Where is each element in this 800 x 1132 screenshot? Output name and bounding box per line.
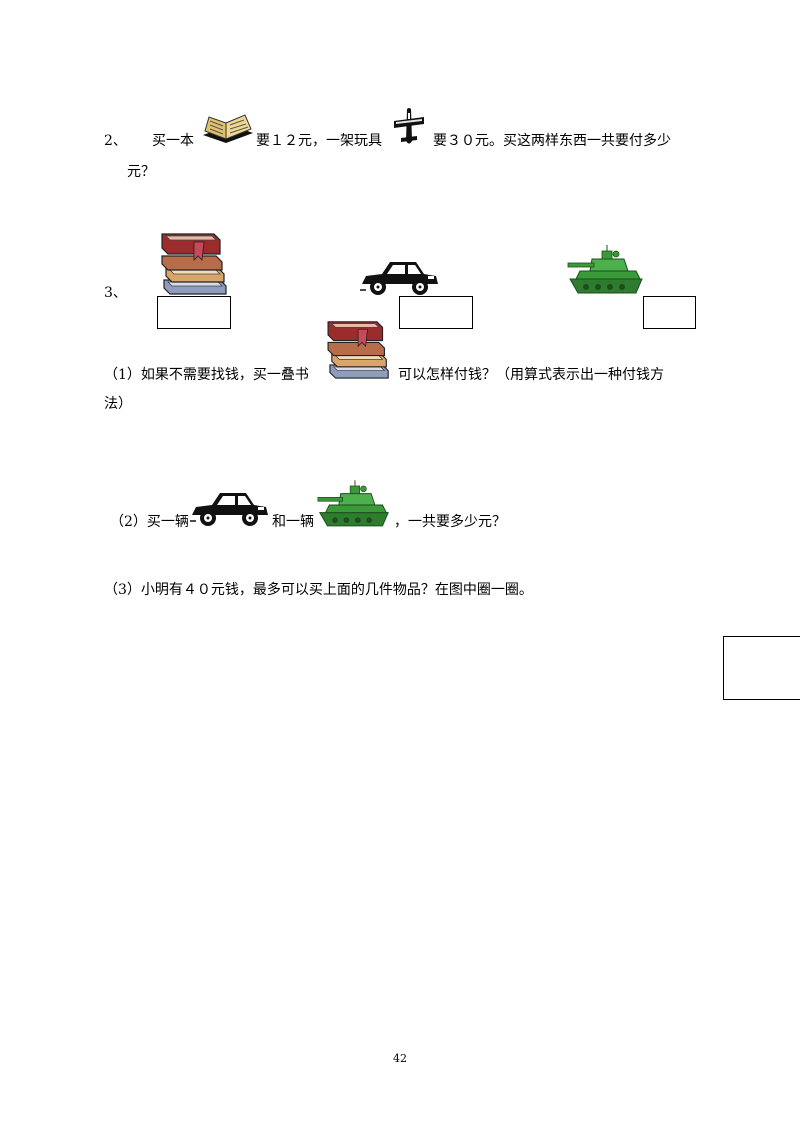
question-2-text-4: 元？ — [127, 164, 155, 180]
open-book-icon — [201, 113, 255, 147]
question-2-text-2: 要１２元，一架玩具 — [256, 133, 382, 149]
question-3-1-text-3: 法） — [104, 396, 132, 412]
toy-plane-icon — [393, 107, 425, 147]
question-3-2-text-2: 和一辆 — [272, 514, 314, 530]
question-2-number: 2、 — [104, 133, 127, 149]
stacked-books-small-icon — [324, 318, 396, 380]
car-icon — [360, 256, 440, 296]
page-number: 42 — [393, 1052, 407, 1065]
car-price-box[interactable] — [399, 296, 473, 329]
question-3-2-text-1: （2）买一辆 — [110, 514, 189, 530]
book-price-box[interactable] — [157, 296, 231, 329]
question-3-1-text-1: （1）如果不需要找钱，买一叠书 — [104, 367, 309, 383]
stacked-books-icon — [160, 230, 232, 296]
question-2-text-1: 买一本 — [152, 133, 194, 149]
tank-small-icon — [316, 480, 392, 530]
question-3-3-text: （3）小明有４０元钱，最多可以买上面的几件物品？在图中圈一圈。 — [104, 582, 533, 598]
tank-icon — [566, 245, 646, 297]
car-small-icon — [190, 487, 270, 527]
question-2-text-3: 要３０元。买这两样东西一共要付多少 — [433, 133, 671, 149]
question-3-1-text-2: 可以怎样付钱？（用算式表示出一种付钱方 — [398, 367, 664, 383]
question-3-number: 3、 — [104, 285, 127, 301]
question-3-2-text-3: ，一共要多少元？ — [394, 514, 506, 530]
score-box[interactable] — [723, 636, 800, 700]
tank-price-box[interactable] — [643, 296, 696, 329]
